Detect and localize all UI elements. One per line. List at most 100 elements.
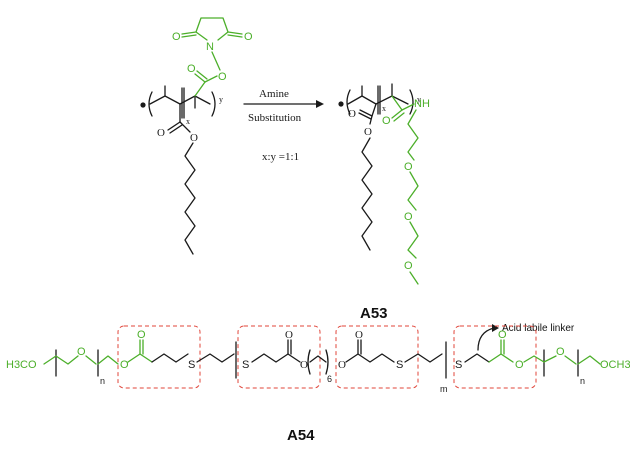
structure-a54: Acid labile linker H3CO O n O O S S O O (6, 323, 630, 394)
atom-nh: NH (414, 98, 430, 110)
atom-h3co-left: H3CO (6, 359, 37, 371)
amide-co-2 (393, 112, 405, 122)
atom-o-peg-3: O (404, 260, 413, 272)
reagent-amine: Amine (259, 88, 289, 100)
atom-s-4: S (455, 359, 462, 371)
atom-o-co-box3: O (355, 329, 363, 341)
imide-co-left (181, 31, 197, 35)
paren-six-close (325, 349, 329, 375)
atom-o-ester: O (218, 71, 227, 83)
labile-box-2 (237, 325, 321, 389)
subscript-x-product: x (382, 104, 386, 113)
imide-co-left-2 (181, 34, 197, 38)
labile-box-1 (117, 325, 201, 389)
bracket-close-y (211, 91, 216, 117)
compound-label-a53: A53 (360, 305, 388, 322)
subscript-n-left: n (100, 376, 105, 386)
subscript-x: x (186, 117, 190, 126)
callout-arrowhead (492, 324, 499, 332)
peg-terminal-methyl (409, 271, 419, 285)
radical-dot-product (338, 101, 344, 107)
peg-left-1 (43, 355, 79, 365)
ester-box4 (488, 353, 514, 363)
atom-o-carbonyl-p: O (348, 108, 356, 120)
atom-o-peg-1: O (404, 161, 413, 173)
reaction-arrow-group: Amine Substitution (243, 88, 324, 124)
atom-o-ester-p: O (364, 126, 372, 138)
amide-co (391, 109, 403, 119)
compound-label-a54: A54 (287, 427, 315, 444)
atom-o-carbonyl-black: O (157, 127, 165, 139)
callout-arrow (477, 327, 495, 351)
subscript-m: m (440, 384, 448, 394)
chain-box2 (251, 353, 289, 363)
hexyl (309, 355, 327, 363)
atom-o-imide-left: O (172, 31, 181, 43)
succinimide-ring (195, 17, 229, 41)
peg-seg-1 (407, 109, 419, 161)
atom-o-carbonyl: O (187, 63, 196, 75)
peg-left-2 (85, 355, 97, 365)
labile-box-3 (335, 325, 419, 389)
product-polymer-a53: x y O O O NH O O O (338, 83, 430, 285)
subscript-y-product: y (417, 95, 421, 104)
atom-n-succinimide: N (206, 41, 214, 53)
amide-stem (391, 95, 403, 111)
acid-labile-linker-note: Acid labile linker (502, 323, 575, 334)
carbonyl-green (194, 73, 206, 83)
arrowhead (316, 100, 324, 108)
subscript-n-right: n (580, 376, 585, 386)
ester-o-p (369, 115, 373, 125)
chain-box4 (464, 353, 490, 363)
atom-s-2: S (242, 359, 249, 371)
ester-o-box2 (287, 353, 301, 363)
imide-co-right-2 (227, 34, 243, 38)
atom-och3-right: OCH3 (600, 359, 630, 371)
subscript-six: 6 (327, 374, 332, 384)
atom-o-co-box2: O (285, 329, 293, 341)
subscript-y: y (219, 95, 223, 104)
ester-stem-p (371, 103, 377, 117)
ester-o-black (179, 121, 191, 133)
labile-box-4 (453, 325, 537, 389)
radical-dot (140, 102, 146, 108)
peg-right-2 (564, 355, 577, 365)
atom-o-ester-box2: O (300, 359, 308, 371)
peg-right-1 (523, 355, 557, 363)
amide-n-bond (401, 103, 415, 111)
atom-o-amide: O (382, 115, 391, 127)
imide-co-right (227, 31, 243, 35)
peg-seg-2 (407, 171, 419, 211)
backbone-x (149, 95, 181, 105)
ester-o-link (204, 75, 218, 83)
atom-s-3: S (396, 359, 403, 371)
atom-o-right-peg: O (556, 346, 565, 358)
paren-six-open (307, 349, 311, 375)
atom-o-ester-box4: O (515, 359, 524, 371)
backbone-x-p (347, 95, 377, 105)
propyl-link-2 (404, 353, 443, 363)
bracket-open-x (148, 91, 153, 117)
atom-s-1: S (188, 359, 195, 371)
peg-left-3 (97, 355, 119, 365)
bracket-open-x-p (346, 89, 351, 115)
bracket-close-y-p (409, 89, 414, 115)
octyl-chain-left (184, 142, 196, 255)
ratio-label: x:y =1:1 (262, 151, 299, 163)
atom-o-peg-2: O (404, 211, 413, 223)
peg-right-3 (577, 355, 601, 365)
carbonyl-p (359, 109, 373, 117)
backbone-y-p (375, 95, 409, 105)
atom-o-left-peg: O (77, 346, 86, 358)
atom-o-co-box4: O (498, 329, 507, 341)
carbonyl-o-black (167, 121, 181, 131)
chain-box1 (151, 353, 189, 363)
reactant-polymer: x y O O N O O O O x:y =1:1 (140, 17, 299, 255)
reagent-substitution: Substitution (248, 112, 302, 124)
carbonyl-green-2 (196, 70, 208, 80)
atom-o-box3: O (338, 359, 346, 371)
octyl-chain-right (361, 137, 373, 251)
atom-o-ester-black: O (190, 132, 198, 144)
